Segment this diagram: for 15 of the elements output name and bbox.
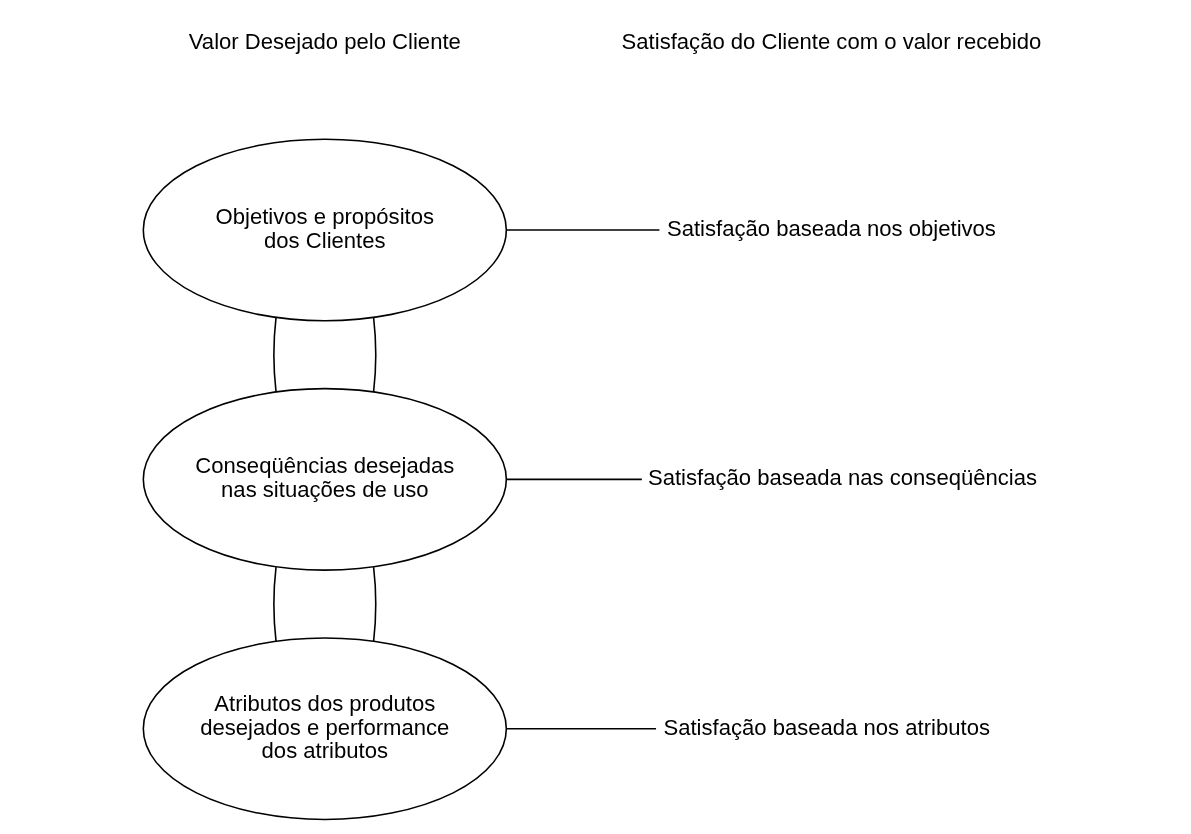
node-ellipse: Conseqüências desejadas nas situações de uso	[142, 387, 508, 571]
node-text: Satisfação baseada nos atributos	[663, 714, 990, 740]
connector	[273, 566, 277, 642]
label: Valor Desejado pelo Cliente	[188, 28, 461, 54]
connector	[505, 229, 661, 231]
node-ellipse: Atributos dos produtos desejados e performance dos atributos	[142, 637, 508, 821]
label: Satisfação do Cliente com o valor recebido	[621, 28, 1042, 54]
node-text: Satisfação baseada nos objetivos	[666, 215, 996, 241]
connector	[505, 727, 657, 730]
node-text: Satisfação baseada nas conseqüências	[647, 465, 1038, 491]
connector	[372, 316, 377, 393]
connector	[273, 316, 277, 393]
connector	[506, 478, 643, 481]
connector	[372, 566, 377, 642]
node-ellipse: Objetivos e propósitos dos Clientes	[142, 138, 508, 322]
